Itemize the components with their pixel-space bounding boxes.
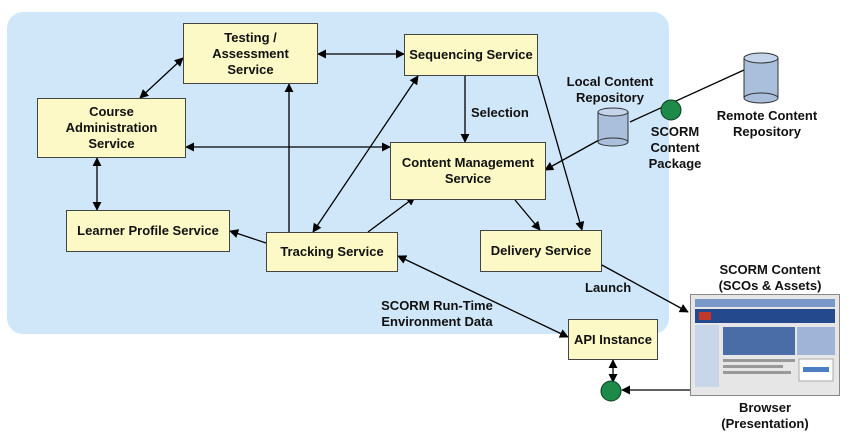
testing-assessment-service: Testing / Assessment Service xyxy=(183,23,318,84)
browser-window xyxy=(690,294,840,396)
course-administration-service: Course Administration Service xyxy=(37,98,186,158)
selection-label: Selection xyxy=(471,105,529,120)
remote-repository-icon xyxy=(743,52,779,104)
scorm-content-label: SCORM Content (SCOs & Assets) xyxy=(718,262,822,293)
tracking-service: Tracking Service xyxy=(266,232,398,272)
delivery-service: Delivery Service xyxy=(480,230,602,272)
remote-repository-label: Remote Content Repository xyxy=(716,108,818,139)
browser-connector-icon xyxy=(600,380,622,402)
local-repository-icon xyxy=(597,107,629,147)
launch-label: Launch xyxy=(585,280,632,295)
local-repository-label: Local Content Repository xyxy=(566,74,654,105)
runtime-data-label: SCORM Run-Time Environment Data xyxy=(381,298,493,329)
scorm-package-label: SCORM Content Package xyxy=(648,124,702,171)
api-instance: API Instance xyxy=(568,319,658,360)
browser-screenshot-icon xyxy=(691,295,839,395)
learner-profile-service: Learner Profile Service xyxy=(66,210,230,252)
package-connector-icon xyxy=(660,99,682,121)
sequencing-service: Sequencing Service xyxy=(404,34,538,76)
browser-label: Browser (Presentation) xyxy=(721,400,809,431)
content-management-service: Content Management Service xyxy=(390,142,546,200)
